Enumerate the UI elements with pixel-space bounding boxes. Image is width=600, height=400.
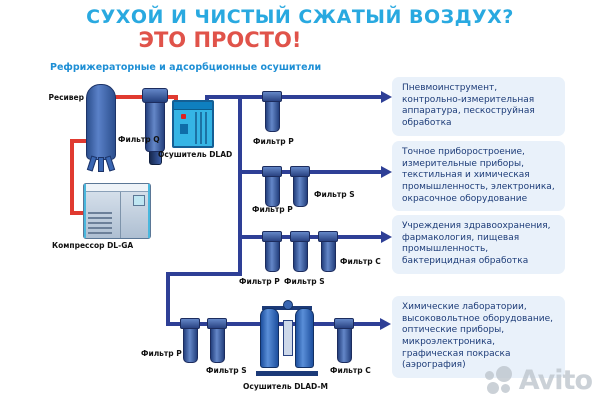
watermark: Avito [484, 365, 593, 396]
application-block-1: Пневмоинструмент, контрольно-измерительн… [392, 77, 565, 136]
application-block-3: Учреждения здравоохранения, фармакология… [392, 215, 565, 274]
filter-icon [262, 231, 282, 272]
filter-label: Фильтр P [141, 349, 182, 358]
pipe-dryer-outlet [205, 95, 209, 104]
filter-q-icon [142, 88, 168, 165]
pipe-red-vertical [70, 139, 74, 215]
pipe-branch1 [205, 95, 382, 99]
dryer-dlad-label: Осушитель DLAD [158, 150, 233, 159]
receiver-tank-icon [86, 84, 116, 160]
filter-label: Фильтр C [330, 366, 371, 375]
filter-label: Фильтр S [314, 190, 355, 199]
filter-icon [290, 231, 310, 272]
filter-label: Фильтр C [340, 257, 381, 266]
application-block-2: Точное приборостроение, измерительные пр… [392, 141, 565, 212]
application-block-4: Химические лаборатории, высоковольтное о… [392, 296, 565, 379]
receiver-label: Ресивер [48, 93, 85, 102]
filter-icon [207, 318, 227, 363]
arrow-icon-branch3 [381, 231, 392, 243]
pipe-jog-vertical [166, 272, 170, 326]
filter-icon [334, 318, 354, 363]
pipe-red-to-compressor [70, 211, 94, 215]
filter-icon [180, 318, 200, 363]
pipe-branch2 [238, 170, 382, 174]
pipe-branch3 [238, 235, 382, 239]
filter-icon [318, 231, 338, 272]
compressor-icon [83, 183, 151, 239]
dryer-dlad-m-label: Осушитель DLAD-M [243, 382, 328, 391]
section-label: Рефрижераторные и адсорбционные осушител… [50, 62, 322, 73]
pipe-red-dryer-stub [174, 95, 178, 104]
page-title: СУХОЙ И ЧИСТЫЙ СЖАТЫЙ ВОЗДУХ? [86, 6, 514, 28]
filter-label: Фильтр P [239, 277, 280, 286]
arrow-icon-branch4 [380, 318, 391, 330]
filter-icon [262, 166, 282, 207]
filter-q-label: Фильтр Q [118, 135, 160, 144]
avito-logo-icon [484, 365, 515, 396]
filter-icon [290, 166, 310, 207]
dryer-dlad-icon [172, 100, 214, 148]
compressor-label: Компрессор DL-GA [52, 241, 134, 250]
receiver-leg-icon [98, 157, 104, 172]
pipe-red-to-receiver [70, 139, 92, 143]
watermark-text: Avito [518, 365, 593, 396]
dryer-dlad-m-icon [256, 300, 318, 378]
arrow-icon-branch2 [381, 166, 392, 178]
page-subtitle: ЭТО ПРОСТО! [138, 28, 302, 52]
filter-label: Фильтр S [284, 277, 325, 286]
pipe-jog-horizontal [166, 272, 242, 276]
filter-icon [262, 91, 282, 132]
filter-label: Фильтр P [252, 205, 293, 214]
filter-label: Фильтр P [253, 137, 294, 146]
pipe-manifold [238, 95, 242, 276]
filter-label: Фильтр S [206, 366, 247, 375]
arrow-icon-branch1 [381, 91, 392, 103]
